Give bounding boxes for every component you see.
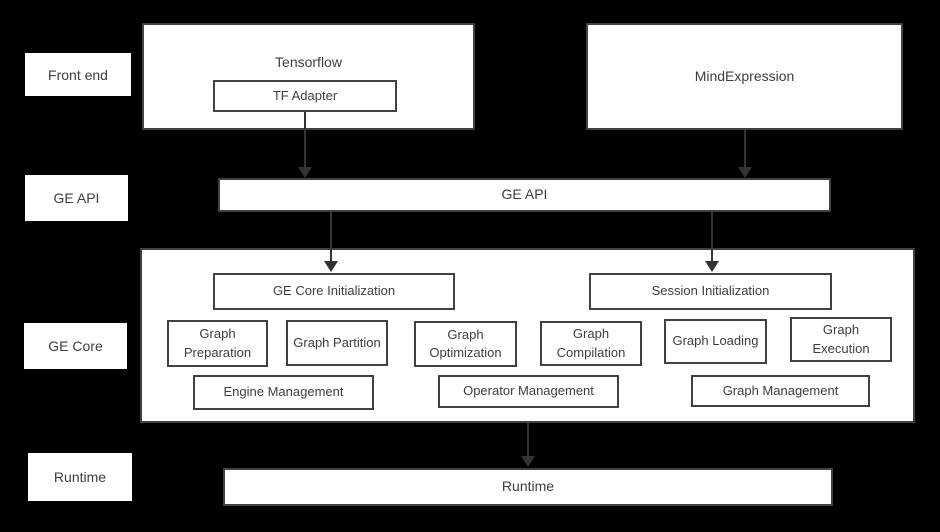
graph-loading-box: Graph Loading xyxy=(664,319,767,364)
operator-management-box: Operator Management xyxy=(438,375,619,408)
arrow-ge-core-to-runtime xyxy=(521,423,535,467)
graph-partition-box: Graph Partition xyxy=(286,320,388,366)
graph-compilation-box: Graph Compilation xyxy=(540,321,642,366)
row-label-front-end: Front end xyxy=(25,53,131,96)
arrow-ge-api-to-ge-core-initialization xyxy=(324,212,338,272)
graph-preparation-box: Graph Preparation xyxy=(167,320,268,367)
runtime-bar: Runtime xyxy=(223,468,833,506)
row-label-ge-core: GE Core xyxy=(24,323,127,369)
graph-execution-box: Graph Execution xyxy=(790,317,892,362)
row-label-ge-api: GE API xyxy=(25,175,128,221)
session-initialization-box: Session Initialization xyxy=(589,273,832,310)
tensorflow-label: Tensorflow xyxy=(275,54,342,70)
ge-core-initialization-box: GE Core Initialization xyxy=(213,273,455,310)
row-label-runtime: Runtime xyxy=(28,453,132,501)
arrow-mind-expression-to-ge-api xyxy=(738,130,752,178)
arrow-ge-api-to-session-initialization xyxy=(705,212,719,272)
engine-management-box: Engine Management xyxy=(193,375,374,410)
graph-optimization-box: Graph Optimization xyxy=(414,321,517,367)
ge-api-bar: GE API xyxy=(218,178,831,212)
graph-management-box: Graph Management xyxy=(691,375,870,407)
tf-adapter-box: TF Adapter xyxy=(213,80,397,112)
arrow-tf-adapter-to-ge-api xyxy=(298,112,312,178)
tensorflow-box xyxy=(142,23,475,130)
mind-expression-box: MindExpression xyxy=(586,23,903,130)
